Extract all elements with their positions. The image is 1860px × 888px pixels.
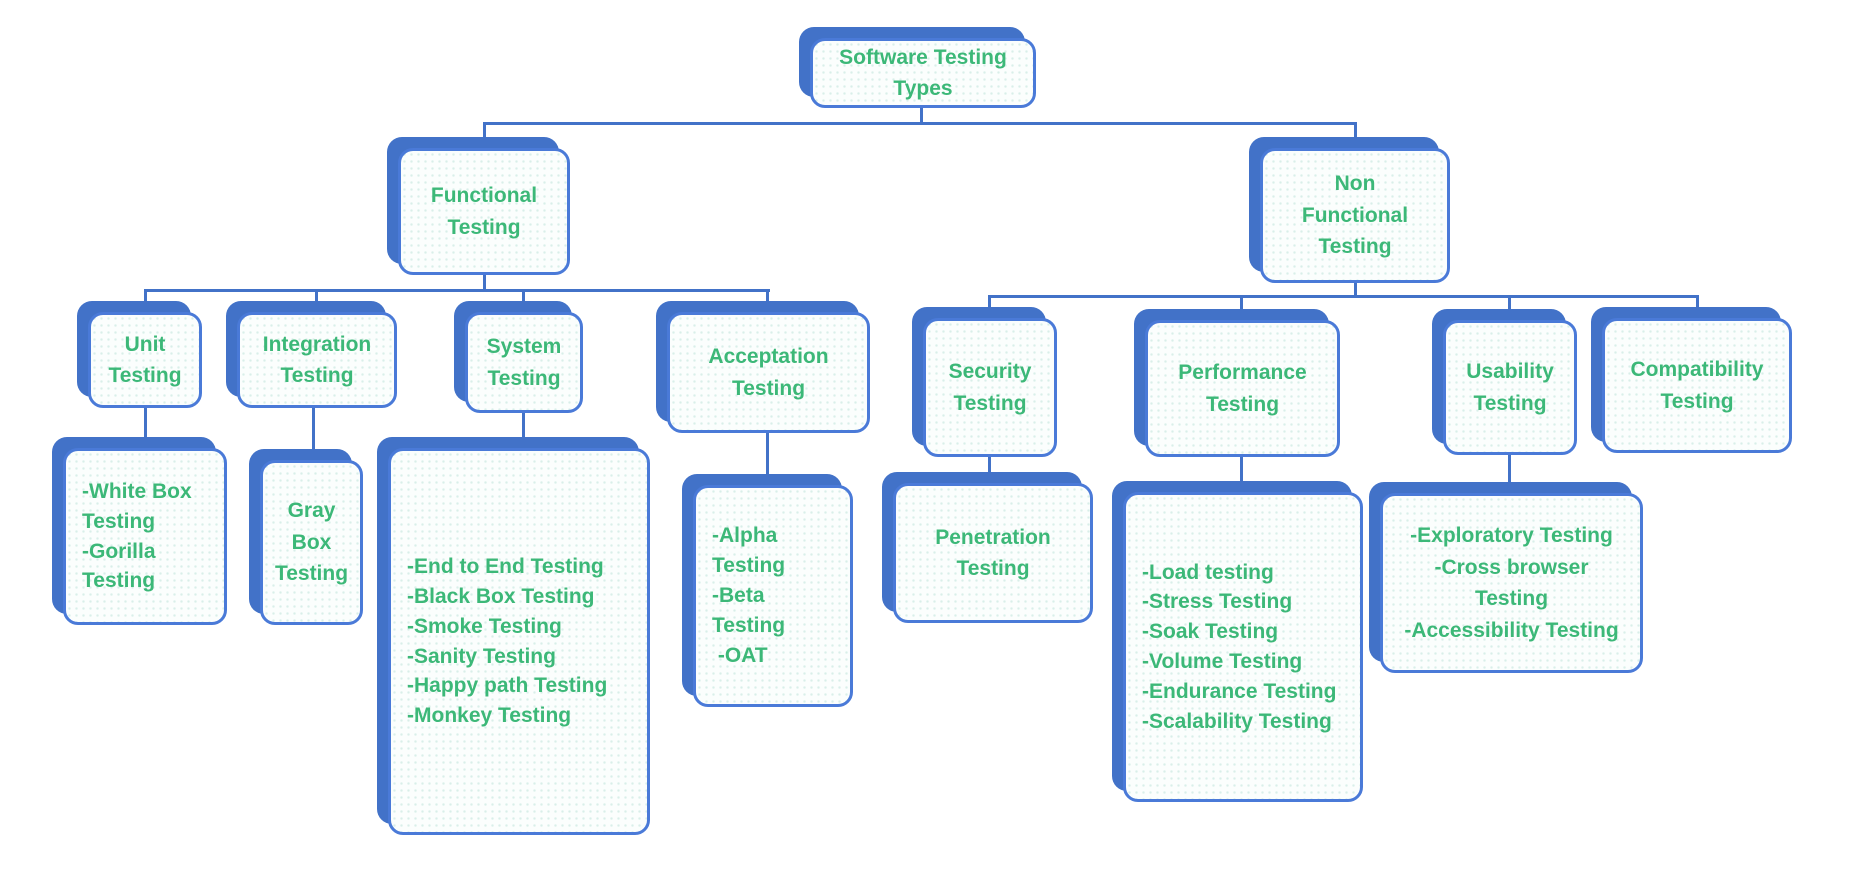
node-system-testing-items-label: -End to End Testing -Black Box Testing -… xyxy=(407,555,608,728)
node-gray-box-testing-label: Gray Box Testing xyxy=(274,499,349,586)
node-non-functional-testing: Non Functional Testing xyxy=(1260,148,1450,283)
node-performance-testing: Performance Testing xyxy=(1145,320,1340,457)
connector-level1-bar xyxy=(483,122,1357,125)
node-acceptation-testing-items-label: -Alpha Testing -Beta Testing -OAT xyxy=(712,524,786,667)
connector-functional-bar xyxy=(144,289,770,292)
connector-unit-drop xyxy=(144,289,147,314)
node-unit-testing-items: -White Box Testing -Gorilla Testing xyxy=(63,448,227,625)
connector-nonfunctional-drop xyxy=(1354,122,1357,150)
node-system-testing-label: System Testing xyxy=(486,335,562,390)
node-acceptation-testing: Acceptation Testing xyxy=(667,312,870,433)
connector-system-drop xyxy=(522,289,525,314)
connector-security-drop xyxy=(988,295,991,320)
connector-functional-drop xyxy=(483,122,486,150)
connector-performance-drop xyxy=(1240,295,1243,322)
node-security-testing: Security Testing xyxy=(923,318,1057,457)
node-penetration-testing: Penetration Testing xyxy=(893,483,1093,623)
node-acceptation-testing-items: -Alpha Testing -Beta Testing -OAT xyxy=(693,485,853,707)
node-functional-testing-label: Functional Testing xyxy=(430,184,538,239)
node-penetration-testing-label: Penetration Testing xyxy=(935,525,1051,581)
connector-performance-leaf-stub xyxy=(1240,457,1243,494)
node-performance-testing-items: -Load testing -Stress Testing -Soak Test… xyxy=(1123,492,1363,802)
node-usability-testing-label: Usability Testing xyxy=(1466,360,1554,415)
node-system-testing: System Testing xyxy=(465,312,583,413)
node-integration-testing-label: Integration Testing xyxy=(262,332,372,388)
node-performance-testing-label: Performance Testing xyxy=(1178,361,1307,416)
node-functional-testing: Functional Testing xyxy=(398,148,570,275)
node-usability-testing-items: -Exploratory Testing -Cross browser Test… xyxy=(1380,493,1643,673)
connector-usability-drop xyxy=(1508,295,1511,322)
connector-nonfunctional-bar xyxy=(988,295,1699,298)
node-gray-box-testing: Gray Box Testing xyxy=(260,460,363,625)
node-performance-testing-items-label: -Load testing -Stress Testing -Soak Test… xyxy=(1142,560,1337,733)
connector-root-stub xyxy=(920,108,923,124)
connector-unit-leaf-stub xyxy=(144,408,147,450)
connector-integration-leaf-stub xyxy=(312,408,315,462)
connector-functional-stub xyxy=(483,275,486,292)
connector-system-leaf-stub xyxy=(522,413,525,450)
connector-acceptation-leaf-stub xyxy=(766,433,769,487)
node-usability-testing-items-label: -Exploratory Testing -Cross browser Test… xyxy=(1404,524,1619,642)
node-unit-testing-label: Unit Testing xyxy=(108,332,182,388)
node-usability-testing: Usability Testing xyxy=(1443,320,1577,455)
node-system-testing-items: -End to End Testing -Black Box Testing -… xyxy=(388,448,650,835)
node-compatibility-testing-label: Compatibility Testing xyxy=(1630,358,1764,413)
node-integration-testing: Integration Testing xyxy=(237,312,397,408)
node-software-testing-types: Software Testing Types xyxy=(810,38,1036,108)
node-compatibility-testing: Compatibility Testing xyxy=(1602,318,1792,453)
node-non-functional-testing-label: Non Functional Testing xyxy=(1301,172,1409,259)
connector-acceptation-drop xyxy=(766,289,769,314)
connector-nonfunctional-stub xyxy=(1354,283,1357,298)
node-acceptation-testing-label: Acceptation Testing xyxy=(708,345,829,400)
connector-compatibility-drop xyxy=(1696,295,1699,320)
node-unit-testing: Unit Testing xyxy=(88,312,202,408)
node-security-testing-label: Security Testing xyxy=(948,360,1032,415)
connector-usability-leaf-stub xyxy=(1508,455,1511,495)
node-unit-testing-items-label: -White Box Testing -Gorilla Testing xyxy=(82,479,192,593)
connector-integration-drop xyxy=(315,289,318,314)
connector-security-leaf-stub xyxy=(988,457,991,485)
node-software-testing-types-label: Software Testing Types xyxy=(839,45,1007,101)
